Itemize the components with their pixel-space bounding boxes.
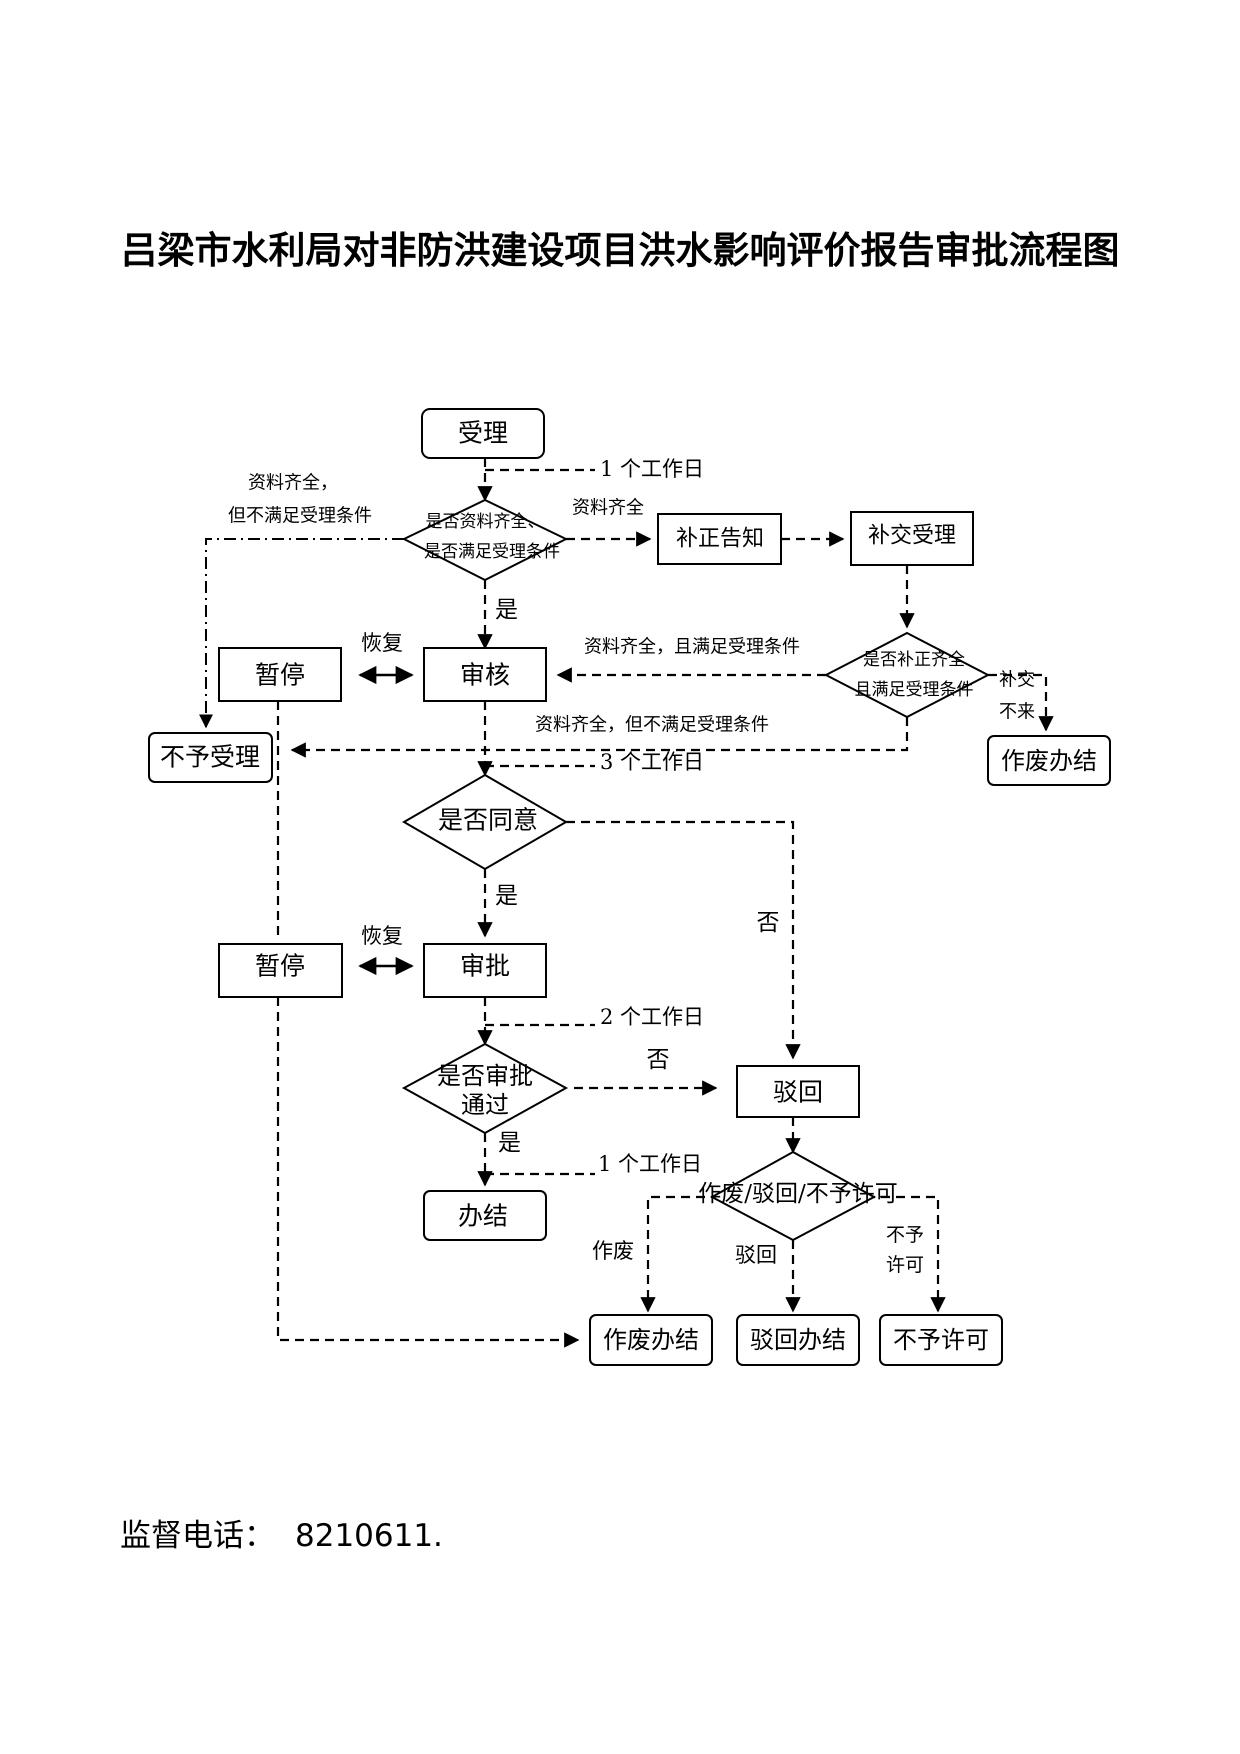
node-void-close [589, 1314, 713, 1366]
edge-check-correction-to-void-right [988, 673, 1054, 732]
edge-check-correction-to-reject-accept [290, 717, 909, 758]
label-complete-not-ok-2: 但不满足受理条件 [228, 506, 372, 527]
node-reject-close-label: 驳回办结 [750, 1326, 846, 1354]
node-reject-accept [148, 732, 273, 783]
label-yes-2: 是 [495, 883, 518, 909]
node-check-docs-label-1: 是否资料齐全、 [426, 512, 545, 532]
node-check-docs-label-2: 是否满足受理条件 [424, 542, 560, 562]
node-review-label: 审核 [460, 661, 510, 690]
edge-agree-to-reject-back [566, 820, 801, 1060]
label-yes-3: 是 [498, 1130, 521, 1156]
label-void: 作废 [592, 1239, 634, 1263]
label-days-1a: 1 个工作日 [600, 457, 704, 481]
label-days-1b: 1 个工作日 [598, 1152, 702, 1176]
node-void-close-right-label: 作废办结 [1001, 747, 1097, 775]
node-check-docs [401, 498, 569, 582]
edge-outcome-to-void [640, 1195, 720, 1313]
node-agree-q-label: 是否同意 [438, 806, 538, 835]
node-accept [421, 408, 545, 459]
node-suspend-1 [218, 647, 342, 702]
node-suspend-2 [218, 943, 343, 998]
node-approved-q [401, 1042, 569, 1135]
label-not-ok-after-fix: 资料齐全，但不满足受理条件 [535, 715, 769, 736]
node-approved-q-label-1: 是否审批 [437, 1062, 533, 1090]
edge-suspend2-to-void-close [276, 997, 580, 1348]
node-reject-close [736, 1314, 860, 1366]
node-complete [423, 1190, 547, 1241]
node-reject-accept-label: 不予受理 [160, 743, 260, 772]
edge-check-to-reject-accept [199, 538, 404, 729]
node-approved-q-label-2: 通过 [461, 1091, 509, 1119]
node-reject-back [736, 1065, 860, 1118]
label-complete-not-ok-1: 资料齐全， [248, 473, 338, 494]
node-check-correction [823, 631, 991, 719]
label-incomplete: 资料齐全 [572, 498, 644, 519]
label-ok-after-fix: 资料齐全，且满足受理条件 [584, 637, 800, 658]
supervision-phone-label: 监督电话： [120, 1518, 275, 1554]
node-reject-back-label: 驳回 [773, 1078, 823, 1107]
node-resubmit-accept [850, 511, 974, 566]
label-no-2: 否 [647, 1047, 670, 1073]
label-not-permit-2: 许可 [886, 1254, 924, 1276]
node-approve-label: 审批 [460, 952, 510, 981]
label-resume-1: 恢复 [361, 631, 403, 655]
label-resume-2: 恢复 [361, 924, 403, 948]
node-agree-q [402, 773, 568, 871]
node-not-permit-label: 不予许可 [893, 1326, 989, 1354]
node-suspend-2-label: 暂停 [255, 952, 305, 981]
node-outcome-q [709, 1150, 877, 1242]
label-not-submitted-1: 补交 [999, 670, 1035, 691]
label-yes-1: 是 [495, 597, 518, 623]
node-suspend-1-label: 暂停 [255, 661, 305, 690]
label-not-permit-1: 不予 [886, 1224, 924, 1246]
node-check-correction-label-2: 且满足受理条件 [855, 680, 974, 700]
node-resubmit-accept-label: 补交受理 [868, 524, 956, 549]
label-days-3: 3 个工作日 [600, 750, 704, 774]
node-not-permit [879, 1314, 1003, 1366]
node-void-close-label: 作废办结 [603, 1326, 699, 1354]
node-correction-notice [657, 513, 782, 565]
node-outcome-q-label: 作废/驳回/不予许可 [698, 1181, 898, 1207]
supervision-phone-number: 8210611. [295, 1518, 443, 1554]
node-review [423, 647, 547, 702]
label-no-1: 否 [757, 910, 780, 936]
node-correction-notice-label: 补正告知 [676, 527, 764, 552]
label-days-2: 2 个工作日 [600, 1005, 704, 1029]
edge-outcome-to-not-permit [866, 1195, 946, 1313]
node-approve [423, 943, 547, 998]
node-accept-label: 受理 [458, 419, 508, 448]
label-reject: 驳回 [735, 1243, 777, 1267]
node-void-close-right [987, 735, 1111, 786]
supervision-phone: 监督电话： 8210611. [120, 1510, 443, 1555]
label-not-submitted-2: 不来 [999, 702, 1035, 723]
page-title: 吕梁市水利局对非防洪建设项目洪水影响评价报告审批流程图 [120, 229, 1120, 272]
node-check-correction-label-1: 是否补正齐全 [863, 650, 965, 670]
node-complete-label: 办结 [458, 1202, 508, 1231]
